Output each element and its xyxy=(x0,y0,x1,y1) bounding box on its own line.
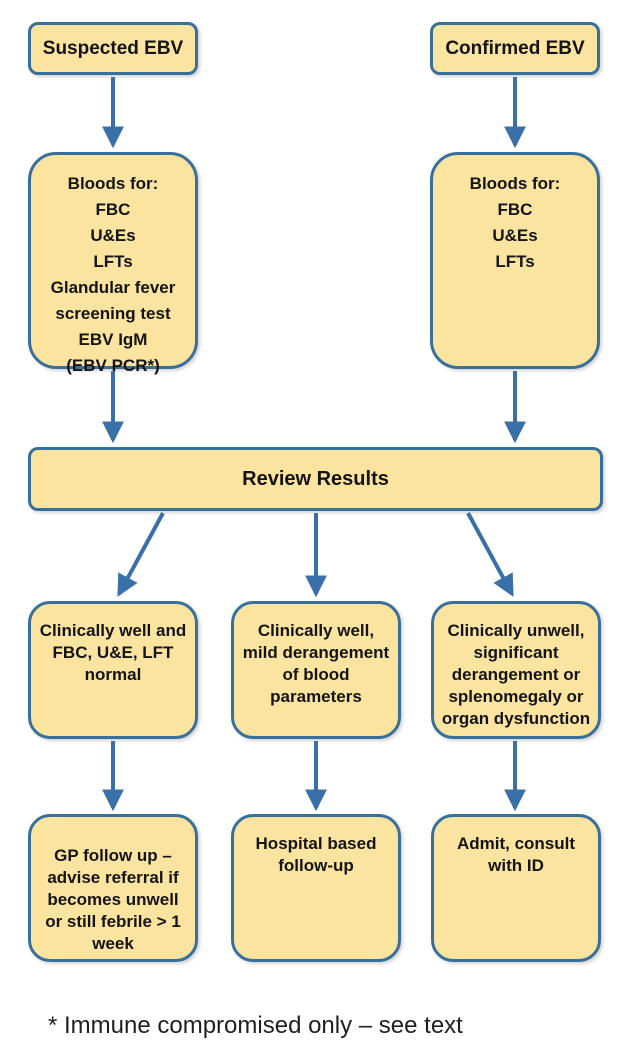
node-suspected-ebv-label: Suspected EBV xyxy=(42,37,184,59)
node-confirmed-ebv-label: Confirmed EBV xyxy=(445,37,585,59)
node-action-hospital-followup-label: Hospital based follow-up xyxy=(255,834,377,875)
node-suspected-ebv: Suspected EBV xyxy=(28,22,198,75)
node-outcome-well: Clinically well and FBC, U&E, LFT normal xyxy=(28,601,198,739)
arrow-review-to-outcome-well xyxy=(117,512,165,597)
node-action-gp-followup-label: GP follow up – advise referral if become… xyxy=(45,846,181,953)
node-outcome-well-label: Clinically well and FBC, U&E, LFT normal xyxy=(39,621,187,684)
arrow-review-to-outcome-unwell xyxy=(466,512,514,597)
node-action-admit-id-label: Admit, consult with ID xyxy=(456,834,576,875)
node-confirmed-ebv: Confirmed EBV xyxy=(430,22,600,75)
footnote-immune-compromised: * Immune compromised only – see text xyxy=(48,1012,463,1039)
node-outcome-unwell-label: Clinically unwell, significant derangeme… xyxy=(441,621,591,728)
node-bloods-confirmed: Bloods for: FBC U&Es LFTs xyxy=(430,152,600,369)
node-outcome-mild-label: Clinically well, mild derangement of blo… xyxy=(242,621,390,706)
node-action-hospital-followup: Hospital based follow-up xyxy=(231,814,401,962)
node-action-admit-id: Admit, consult with ID xyxy=(431,814,601,962)
node-review-results-label: Review Results xyxy=(242,467,389,490)
node-bloods-suspected-label: Bloods for: FBC U&Es LFTs Glandular feve… xyxy=(50,174,176,375)
node-review-results: Review Results xyxy=(28,447,603,511)
node-bloods-suspected: Bloods for: FBC U&Es LFTs Glandular feve… xyxy=(28,152,198,375)
node-outcome-mild: Clinically well, mild derangement of blo… xyxy=(231,601,401,739)
node-bloods-confirmed-label: Bloods for: FBC U&Es LFTs xyxy=(469,174,561,271)
node-action-gp-followup: GP follow up – advise referral if become… xyxy=(28,814,198,962)
node-outcome-unwell: Clinically unwell, significant derangeme… xyxy=(431,601,601,739)
